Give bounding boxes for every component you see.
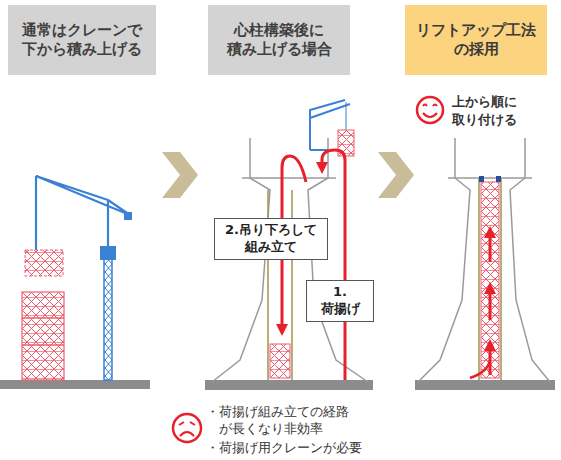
- tower-scene: [205, 100, 373, 390]
- header-box-highlight: リフトアップ工法 の採用: [405, 5, 547, 75]
- note-text: 上から順に 取り付ける: [452, 93, 548, 128]
- smile-icon: [417, 97, 443, 123]
- liftup-scene: [415, 97, 555, 390]
- box-text: 1. 荷揚げ: [312, 284, 368, 318]
- box-text: 2.吊り下ろして 組み立て: [220, 222, 322, 256]
- box-text: 通常はクレーンで 下から積み上げる: [13, 21, 151, 60]
- header-box: 心柱構築後に 積み上げる場合: [208, 5, 350, 75]
- box-text: 心柱構築後に 積み上げる場合: [213, 21, 345, 60]
- note-text: ・荷揚げ組み立ての経路 が長くなり非効率: [206, 404, 376, 438]
- crane-scene: [0, 176, 150, 389]
- note-text: ・荷揚げ用クレーンが必要: [206, 440, 396, 457]
- sad-icon: [173, 414, 201, 442]
- step-chevron: [378, 152, 414, 198]
- box-text: リフトアップ工法 の採用: [410, 21, 542, 60]
- step-chevron: [162, 152, 198, 198]
- header-box: 通常はクレーンで 下から積み上げる: [8, 5, 156, 75]
- step-label-box: 2.吊り下ろして 組み立て: [214, 218, 328, 260]
- step-label-box: 1. 荷揚げ: [306, 280, 374, 322]
